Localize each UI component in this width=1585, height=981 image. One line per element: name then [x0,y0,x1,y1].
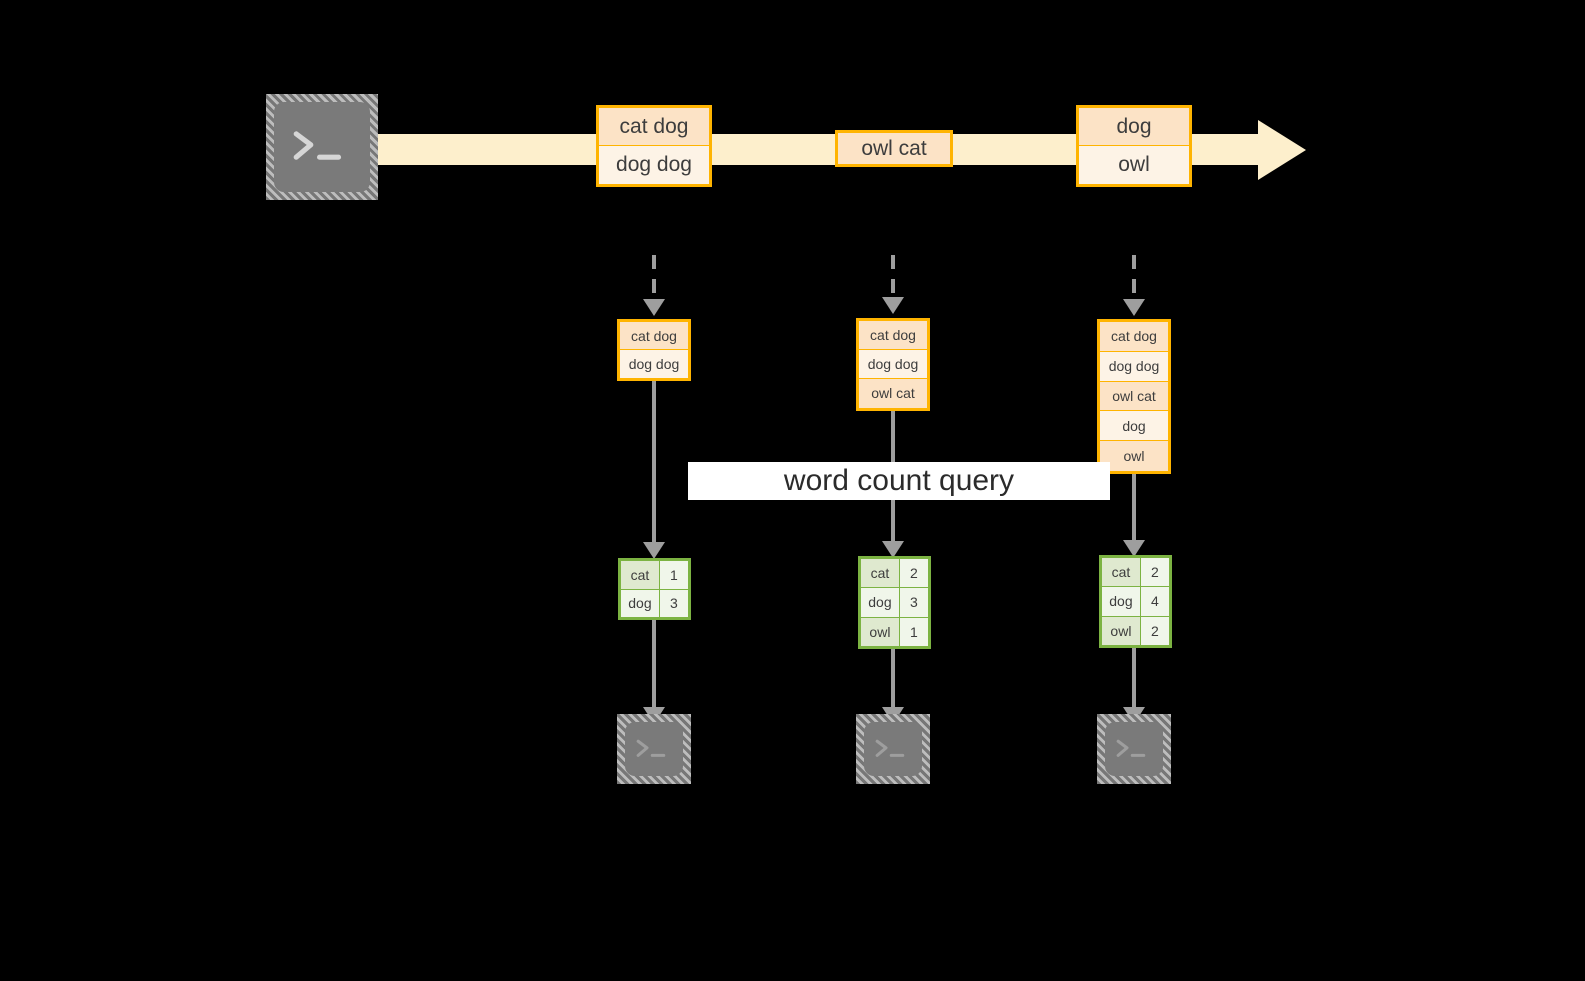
snapshot-table-2[interactable]: cat dog dog dog owl cat [856,318,930,411]
result-table-1[interactable]: cat 1 dog 3 [618,558,691,620]
query-label: word count query [783,464,1015,497]
table-row: dog 3 [861,588,928,618]
sink-terminal-2[interactable] [856,714,930,784]
sink-terminal-3[interactable] [1097,714,1171,784]
sink-connector-1 [652,620,656,708]
query-label-band [688,462,1110,500]
snapshot-row: owl [1100,441,1168,471]
sink-connector-3 [1132,648,1136,708]
result-count: 2 [899,559,928,588]
source-terminal-body [274,102,370,192]
source-terminal[interactable] [266,94,378,200]
stream-event-group-3[interactable]: dog owl [1076,105,1192,187]
snapshot-trigger-connector-3 [1132,255,1136,303]
result-word: dog [861,588,900,617]
snapshot-row: cat dog [620,322,688,350]
query-arrowhead-1 [643,542,665,559]
result-word: dog [1102,587,1141,616]
table-row: owl 1 [861,617,928,646]
snapshot-row: cat dog [1100,322,1168,352]
sink-terminal-body-1 [625,722,683,776]
result-count: 2 [1140,558,1169,587]
snapshot-trigger-arrowhead-3 [1123,299,1145,316]
snapshot-trigger-arrowhead-1 [643,299,665,316]
result-count: 2 [1140,616,1169,645]
stream-event-group-1[interactable]: cat dog dog dog [596,105,712,187]
snapshot-row: cat dog [859,321,927,350]
result-table-3[interactable]: cat 2 dog 4 owl 2 [1099,555,1172,648]
table-row: dog 4 [1102,587,1169,617]
snapshot-row: owl cat [1100,381,1168,412]
table-row: cat 2 [1102,558,1169,588]
terminal-prompt-icon [1116,739,1146,757]
result-word: owl [861,617,900,646]
table-row: dog 3 [621,589,688,617]
stream-event-line: owl [1079,146,1189,184]
snapshot-row: dog dog [1100,351,1168,382]
stream-event-line: owl cat [838,133,950,164]
terminal-prompt-icon [293,131,341,160]
result-word: cat [1102,558,1141,587]
terminal-prompt-icon [875,739,905,757]
query-connector-3 [1132,474,1136,542]
result-count: 4 [1140,587,1169,616]
sink-terminal-body-3 [1105,722,1163,776]
result-count: 1 [659,561,688,589]
table-row: owl 2 [1102,616,1169,645]
result-count: 3 [899,588,928,617]
sink-terminal-1[interactable] [617,714,691,784]
snapshot-row: owl cat [859,378,927,408]
result-word: cat [861,559,900,588]
table-row: cat 1 [621,561,688,590]
snapshot-row: dog dog [620,350,688,378]
result-table-2[interactable]: cat 2 dog 3 owl 1 [858,556,931,649]
snapshot-row: dog [1100,411,1168,442]
stream-event-group-2[interactable]: owl cat [835,130,953,167]
result-word: owl [1102,616,1141,645]
stream-event-line: dog [1079,108,1189,146]
query-connector-1 [652,381,656,543]
result-count: 1 [899,617,928,646]
snapshot-trigger-connector-2 [891,255,895,301]
snapshot-table-1[interactable]: cat dog dog dog [617,319,691,381]
snapshot-trigger-arrowhead-2 [882,297,904,314]
snapshot-table-3[interactable]: cat dog dog dog owl cat dog owl [1097,319,1171,474]
snapshot-trigger-connector-1 [652,255,656,303]
stream-event-line: dog dog [599,146,709,184]
sink-connector-2 [891,649,895,708]
terminal-prompt-icon [636,739,666,757]
query-arrowhead-3 [1123,540,1145,557]
stream-event-line: cat dog [599,108,709,146]
event-stream-arrowhead [1258,119,1306,180]
table-row: cat 2 [861,559,928,589]
query-arrowhead-2 [882,541,904,558]
result-word: cat [621,561,660,589]
snapshot-row: dog dog [859,350,927,379]
result-word: dog [621,589,660,617]
result-count: 3 [659,589,688,617]
sink-terminal-body-2 [864,722,922,776]
